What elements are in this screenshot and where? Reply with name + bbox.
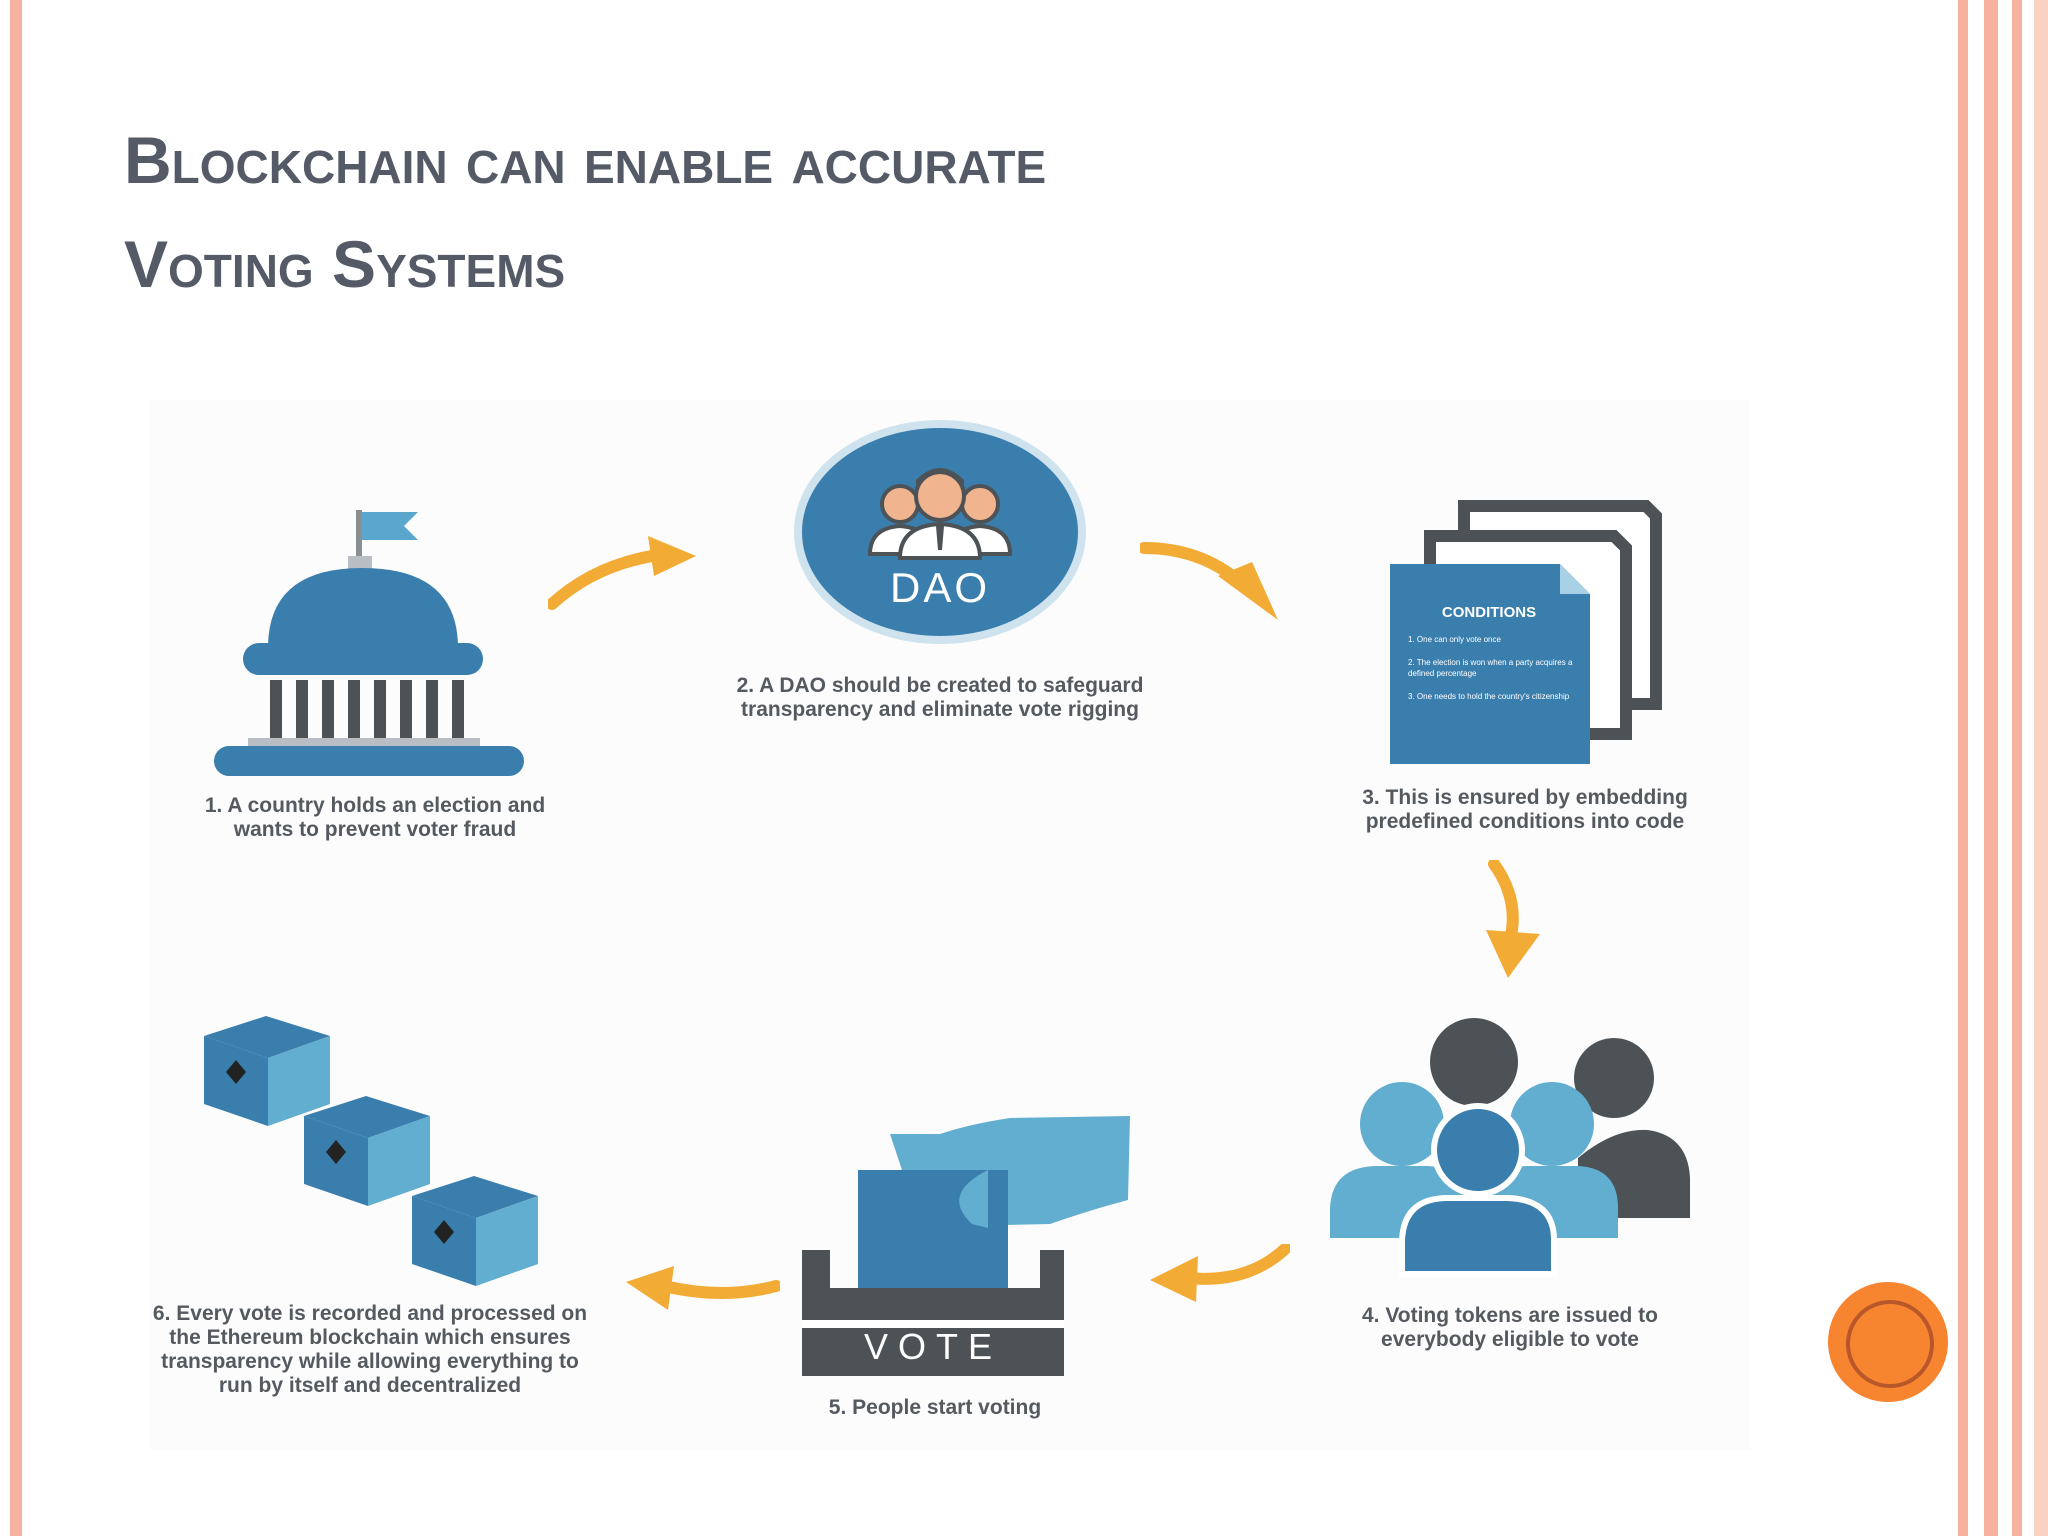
slide-border-left (10, 0, 22, 1536)
caption-line: the Ethereum blockchain which ensures (169, 1326, 571, 1349)
title-segment: oting (168, 227, 333, 301)
condition-item: 3. One needs to hold the country's citiz… (1408, 692, 1570, 701)
slide-title: Blockchain can enable accurate Voting Sy… (124, 108, 1624, 316)
slide-badge-ring (1846, 1300, 1934, 1388)
arrow-icon (548, 536, 696, 610)
step-1-caption: 1. A country holds an election and wants… (150, 794, 600, 842)
step-3-caption: 3. This is ensured by embedding predefin… (1300, 786, 1750, 834)
caption-line: 3. This is ensured by embedding (1362, 786, 1688, 809)
government-building-icon (214, 510, 524, 776)
slide-border-right (1984, 0, 1998, 1536)
dao-label: DAO (889, 564, 990, 611)
dao-icon (794, 420, 1086, 644)
conditions-document-icon (1390, 500, 1662, 764)
condition-item: 1. One can only vote once (1408, 635, 1501, 644)
title-segment: V (124, 227, 169, 301)
caption-line: 2. A DAO should be created to safeguard (736, 674, 1144, 697)
step-2-caption: 2. A DAO should be created to safeguard … (680, 674, 1200, 722)
caption-line: 1. A country holds an election and (204, 794, 546, 817)
arrow-icon (1140, 542, 1278, 620)
caption-line: wants to prevent voter fraud (233, 818, 517, 841)
caption-line: predefined conditions into code (1365, 810, 1685, 833)
caption-line: run by itself and decentralized (218, 1374, 522, 1397)
title-segment: S (332, 227, 377, 301)
arrow-icon (1150, 1244, 1290, 1302)
title-line-2: Voting Systems (124, 212, 1624, 316)
caption-line: transparency while allowing everything t… (161, 1350, 579, 1373)
conditions-list: 1. One can only vote once 2. The electio… (1408, 634, 1580, 702)
caption-line: 5. People start voting (828, 1396, 1042, 1419)
blockchain-blocks-icon (204, 1016, 538, 1286)
title-segment: ystems (376, 227, 566, 301)
caption-line: 4. Voting tokens are issued to (1361, 1304, 1658, 1327)
title-segment: lockchain can enable accurate (171, 123, 1047, 197)
conditions-title: CONDITIONS (1441, 604, 1537, 621)
step-4-caption: 4. Voting tokens are issued to everybody… (1300, 1304, 1720, 1352)
slide-border-right (2034, 0, 2048, 1536)
arrow-icon (626, 1266, 780, 1310)
ballot-box-icon (802, 1116, 1130, 1376)
slide-border-right (2012, 0, 2022, 1536)
step-6-caption: 6. Every vote is recorded and processed … (120, 1302, 620, 1398)
caption-line: 6. Every vote is recorded and processed … (152, 1302, 588, 1325)
vote-label: VOTE (863, 1326, 1002, 1367)
title-line-1: Blockchain can enable accurate (124, 108, 1624, 212)
voters-group-icon (1330, 1018, 1690, 1277)
slide-border-right (1958, 0, 1968, 1536)
caption-line: everybody eligible to vote (1381, 1328, 1639, 1351)
condition-item: 2. The election is won when a party acqu… (1408, 658, 1573, 678)
arrow-icon (1486, 860, 1540, 978)
title-segment: B (124, 123, 172, 197)
step-5-caption: 5. People start voting (760, 1396, 1110, 1420)
caption-line: transparency and eliminate vote rigging (741, 698, 1139, 721)
